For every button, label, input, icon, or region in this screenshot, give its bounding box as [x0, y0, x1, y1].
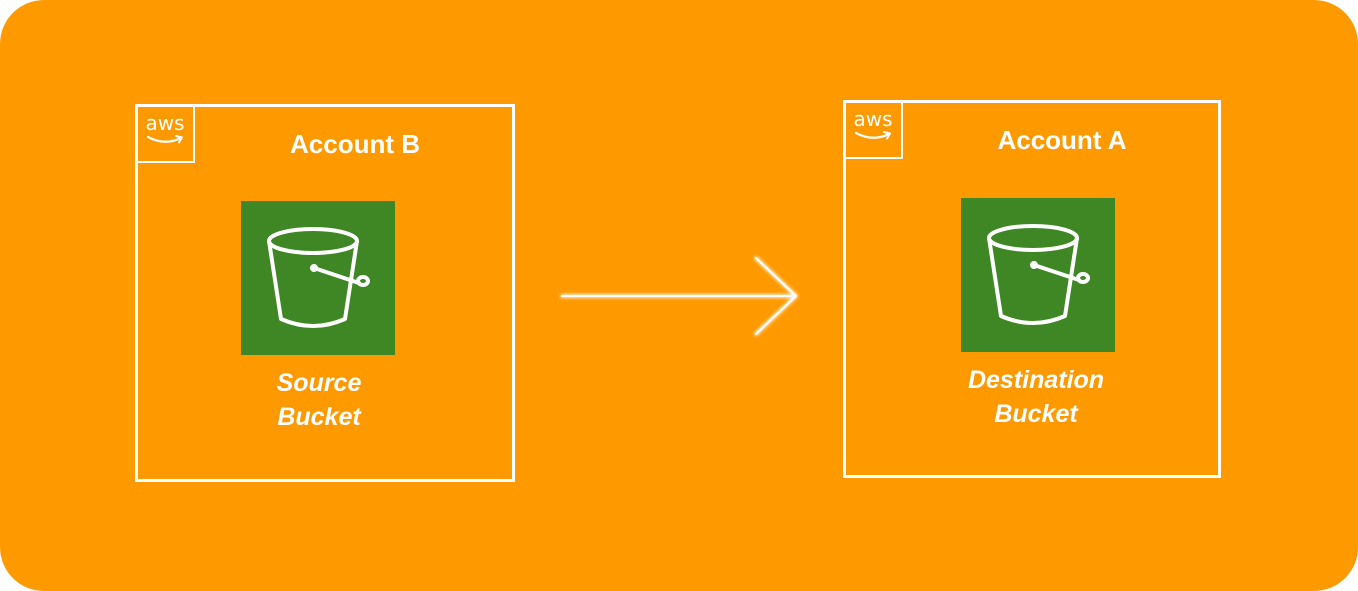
aws-logo-text: aws	[853, 107, 893, 131]
arrow-right-icon	[560, 256, 798, 336]
bucket-label-line2: Bucket	[277, 403, 361, 431]
destination-bucket-tile	[961, 198, 1115, 352]
aws-smile-icon	[146, 135, 183, 144]
s3-bucket-icon	[987, 224, 1090, 325]
aws-smile-icon	[854, 131, 891, 140]
account-a-box: aws Account A Destination Bucket	[843, 100, 1221, 478]
s3-bucket-icon	[267, 227, 370, 328]
source-bucket-label: Source Bucket	[238, 366, 400, 434]
destination-bucket-label: Destination Bucket	[926, 363, 1146, 431]
account-title: Account B	[290, 129, 420, 159]
aws-logo-icon: aws	[843, 100, 903, 159]
aws-logo-icon: aws	[135, 104, 195, 163]
aws-logo-text: aws	[145, 111, 185, 135]
account-title: Account A	[997, 125, 1127, 155]
bucket-label-line1: Destination	[967, 366, 1105, 394]
account-b-box: aws Account B Source Bucket	[135, 104, 515, 482]
bucket-label-line1: Source	[276, 369, 362, 397]
source-bucket-tile	[241, 201, 395, 355]
bucket-label-line2: Bucket	[994, 400, 1078, 428]
